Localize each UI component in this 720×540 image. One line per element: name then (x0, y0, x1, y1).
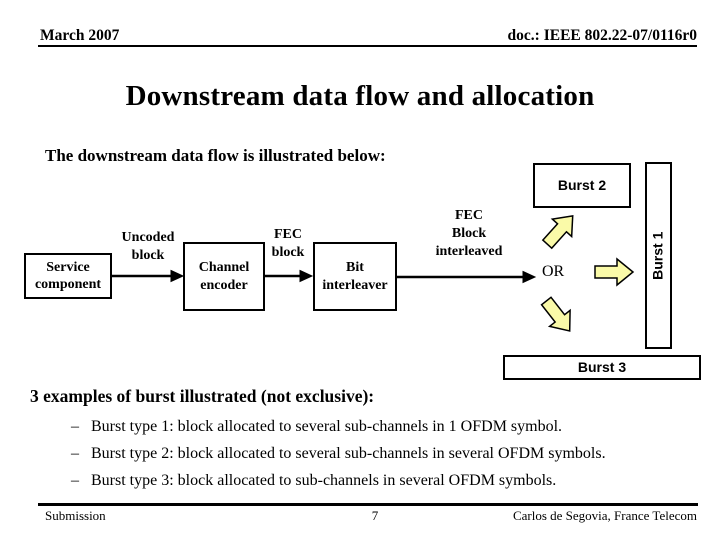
footer-author: Carlos de Segovia, France Telecom (512, 508, 697, 523)
burst-option-arrows (540, 214, 635, 332)
list-item: – Burst type 2: block allocated to sever… (30, 440, 710, 467)
label-fec-block: FEC block (271, 227, 305, 260)
block-arrow-down-right-icon (540, 296, 571, 332)
flow-diagram-arrows (110, 214, 635, 332)
bullet-dash: – (71, 472, 79, 489)
footer-page-number: 7 (371, 508, 379, 523)
intro-text: The downstream data flow is illustrated … (45, 146, 386, 165)
arrow-channel-to-bit-icon (263, 269, 314, 283)
list-item: – Burst type 3: block allocated to sub-c… (30, 467, 710, 494)
list-item: – Burst type 1: block allocated to sever… (30, 413, 710, 440)
burst3-box: Burst 3 (503, 355, 701, 380)
header-rule (38, 45, 697, 47)
label-or: OR (542, 263, 565, 280)
burst1-box: Burst 1 (645, 162, 672, 349)
arrow-service-to-channel-icon (110, 269, 185, 283)
label-fec-block-interleaved: FEC Block interleaved (435, 208, 503, 259)
bullet-dash: – (71, 445, 79, 462)
list-item-text: Burst type 2: block allocated to several… (91, 445, 606, 462)
burst1-label: Burst 1 (649, 231, 666, 280)
label-uncoded-block: Uncoded block (121, 230, 175, 263)
service-component-box: Service component (24, 253, 112, 299)
block-arrow-up-right-icon (541, 214, 574, 250)
examples-heading: 3 examples of burst illustrated (not exc… (30, 386, 375, 406)
examples-list: – Burst type 1: block allocated to sever… (30, 413, 710, 494)
burst3-label: Burst 3 (577, 358, 627, 375)
channel-encoder-box: Channel encoder (183, 242, 265, 311)
header-doc-number: doc.: IEEE 802.22-07/0116r0 (507, 27, 697, 44)
block-arrow-right-icon (594, 257, 635, 287)
connector-arrows (110, 269, 537, 284)
bullet-dash: – (71, 418, 79, 435)
list-item-text: Burst type 3: block allocated to sub-cha… (91, 472, 557, 489)
list-item-text: Burst type 1: block allocated to several… (91, 418, 563, 435)
slide-title: Downstream data flow and allocation (125, 80, 595, 112)
arrow-bit-to-or-icon (396, 270, 537, 284)
examples-section: 3 examples of burst illustrated (not exc… (30, 386, 710, 494)
footer-submission: Submission (45, 508, 106, 523)
footer-rule (38, 503, 698, 506)
header-date: March 2007 (40, 27, 120, 44)
burst2-box: Burst 2 (533, 163, 631, 208)
bit-interleaver-box: Bit interleaver (313, 242, 397, 311)
burst2-label: Burst 2 (557, 176, 607, 193)
